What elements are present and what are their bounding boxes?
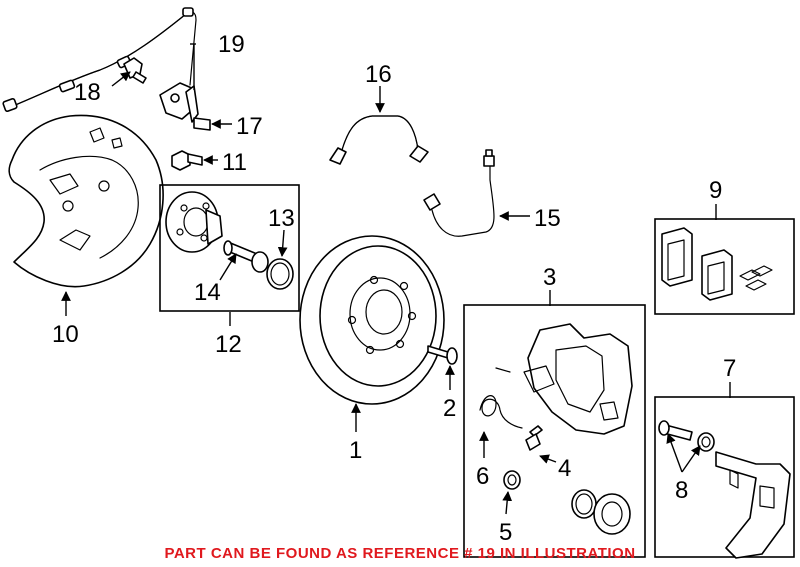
pad-clips [739,265,773,291]
brake-rotor [299,235,445,405]
leader-lines [61,43,731,515]
abs-sensor-wire [2,7,197,112]
callout-7: 7 [723,355,736,382]
callout-6: 6 [476,463,489,490]
callout-19: 19 [218,31,245,58]
rotor-screw [427,345,458,365]
caliper-box [463,304,646,558]
guide-pin [658,420,693,441]
guide-pin-boot [697,432,715,452]
callout-18: 18 [74,79,101,106]
callout-5: 5 [499,519,512,546]
hub-assembly-box [159,184,300,312]
callout-13: 13 [268,205,295,232]
callout-1: 1 [349,437,362,464]
wheel-hub [165,191,223,253]
caliper-bracket-box [654,396,795,558]
callout-3: 3 [543,264,556,291]
hub-bolt [171,150,203,171]
brake-line [423,149,495,237]
brake-caliper [495,323,633,435]
abs-sensor [159,82,211,131]
brake-pad-outer [701,249,733,301]
abs-sensor-bolt [123,57,147,84]
bleeder-cap [503,470,521,490]
footer-note: PART CAN BE FOUND AS REFERENCE # 19 IN I… [164,545,635,562]
callout-8: 8 [675,477,688,504]
callout-9: 9 [709,177,722,204]
bleeder-screw [525,425,543,451]
brake-hose [329,115,429,165]
callout-14: 14 [194,279,221,306]
callout-10: 10 [52,321,79,348]
dust-cap [266,258,294,290]
callout-4: 4 [558,455,571,482]
callout-2: 2 [443,395,456,422]
callout-16: 16 [365,61,392,88]
backing-plate [8,114,164,288]
callout-17: 17 [236,113,263,140]
caliper-spring [479,395,523,429]
caliper-bracket [715,451,791,559]
callout-15: 15 [534,205,561,232]
callout-11: 11 [222,149,247,176]
piston-seal-kit [571,489,631,535]
hub-flange-bolt [223,240,269,273]
brake-pads-box [654,218,795,315]
brake-pad-inner [661,227,693,287]
callout-12: 12 [215,331,242,358]
